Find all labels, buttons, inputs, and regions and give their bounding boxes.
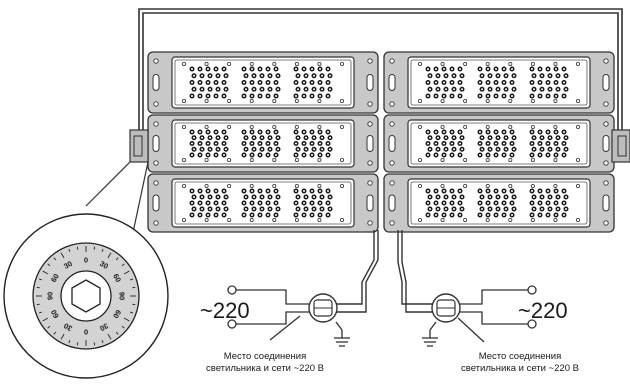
dial-angle-label: 90 bbox=[117, 292, 126, 300]
left-voltage-label: ~220 bbox=[200, 298, 250, 323]
left-connection: ~220 Место соединения светильника и сети… bbox=[200, 285, 350, 374]
dial-angle-label: 0 bbox=[84, 327, 88, 336]
terminal-l-top bbox=[227, 285, 237, 295]
right-connection: ~220 Место соединения светильника и сети… bbox=[422, 285, 579, 374]
led-module bbox=[147, 114, 379, 173]
dial-angle-label: 60 bbox=[49, 272, 61, 284]
left-hinge bbox=[129, 129, 149, 163]
left-caption-line1: Место соединения bbox=[224, 351, 307, 362]
dial-angle-label: 60 bbox=[111, 272, 123, 284]
right-voltage-label: ~220 bbox=[518, 298, 568, 323]
dial-angle-label: 60 bbox=[49, 308, 61, 320]
dial-angle-label: 30 bbox=[62, 259, 74, 271]
led-module bbox=[147, 51, 379, 114]
right-hinge bbox=[611, 129, 630, 163]
led-module bbox=[383, 173, 615, 233]
terminal-r-top bbox=[527, 285, 537, 295]
dial-angle-label: 0 bbox=[84, 256, 88, 265]
dial-angle-label: 90 bbox=[46, 292, 55, 300]
dial-angle-label: 30 bbox=[98, 259, 110, 271]
led-module bbox=[383, 114, 615, 173]
power-cables bbox=[330, 230, 438, 313]
right-caption-line1: Место соединения bbox=[479, 351, 562, 362]
led-module bbox=[383, 51, 615, 114]
dial-angle-label: 60 bbox=[111, 308, 123, 320]
led-module bbox=[147, 173, 379, 233]
fixture-body bbox=[147, 51, 615, 233]
dial-angle-label: 30 bbox=[98, 321, 110, 333]
right-caption-line2: светильника и сети ~220 В bbox=[461, 363, 579, 374]
terminal-r-bottom bbox=[527, 319, 537, 329]
mounting-bracket bbox=[138, 8, 623, 135]
hex-bolt bbox=[71, 279, 101, 313]
terminal-l-bottom bbox=[227, 319, 237, 329]
dial-angle-label: 30 bbox=[62, 321, 74, 333]
left-caption-line2: светильника и сети ~220 В bbox=[206, 363, 324, 374]
